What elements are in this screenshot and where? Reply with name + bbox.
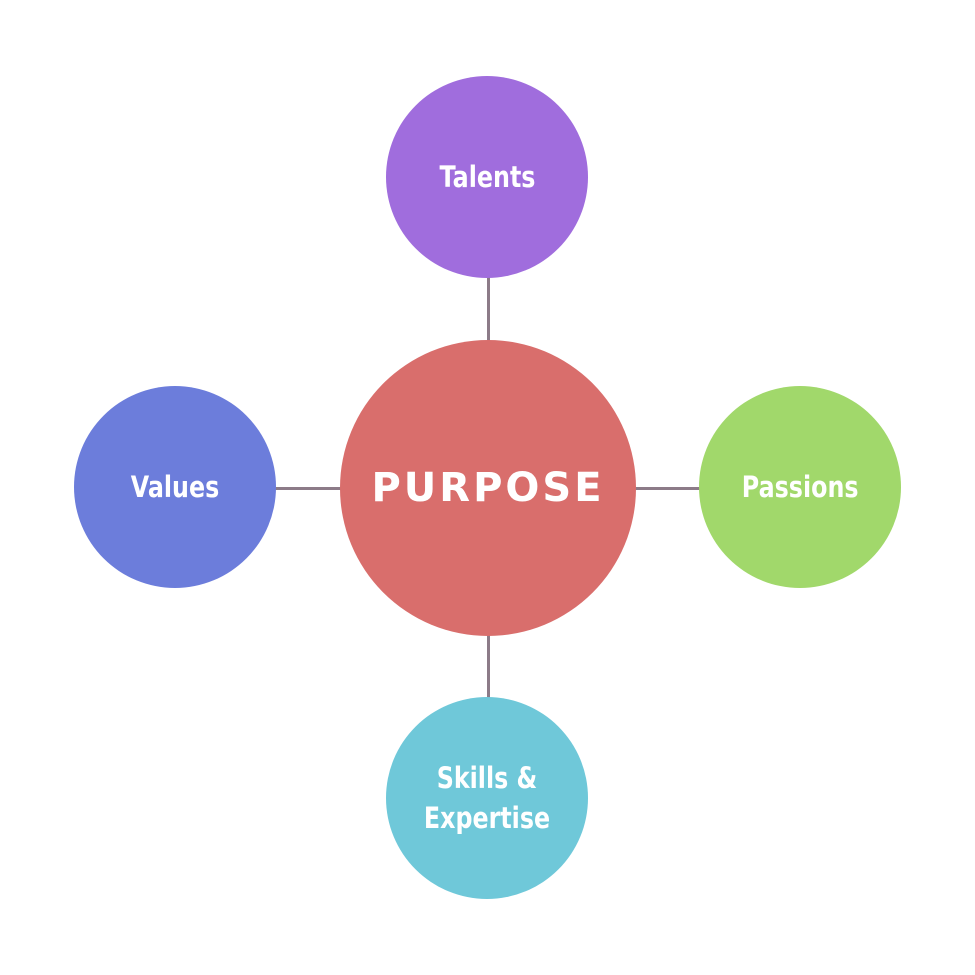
node-talents-label: Talents <box>439 160 535 194</box>
node-skills-expertise-label: Skills & Expertise <box>423 761 551 835</box>
center-label: PURPOSE <box>371 465 605 511</box>
node-skills-expertise: Skills & Expertise <box>386 697 588 899</box>
connector-right <box>625 487 705 490</box>
node-values: Values <box>74 386 276 588</box>
connector-top <box>487 270 490 350</box>
center-node-purpose: PURPOSE <box>340 340 636 636</box>
node-passions-label: Passions <box>741 470 859 504</box>
node-values-label: Values <box>130 470 220 504</box>
node-talents: Talents <box>386 76 588 278</box>
node-passions: Passions <box>699 386 901 588</box>
connector-bottom <box>487 625 490 705</box>
connector-left <box>270 487 350 490</box>
